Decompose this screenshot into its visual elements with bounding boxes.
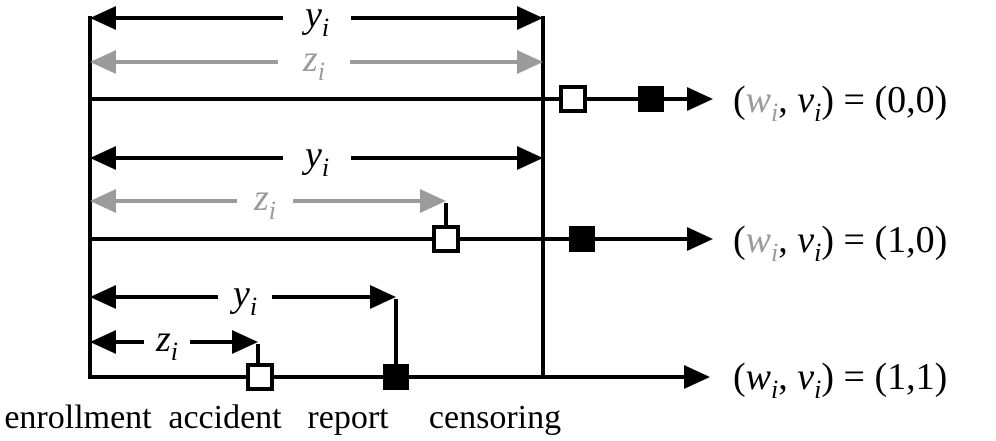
subject-row-1: yi zi (wi, vi) = (0,0): [90, 0, 947, 127]
right-arrowhead-icon: [420, 189, 446, 213]
yi-span-3: yi: [90, 273, 396, 321]
zi-span-1: zi: [90, 38, 543, 86]
report-marker-1: [638, 86, 664, 112]
yi-label-3: yi: [229, 273, 257, 321]
timeline-2-arrowhead-icon: [687, 227, 713, 251]
left-arrowhead-icon: [90, 285, 116, 309]
yi-label-1: yi: [301, 0, 329, 42]
accident-marker-3: [246, 363, 274, 391]
right-arrowhead-icon: [517, 146, 543, 170]
report-marker-2: [569, 226, 595, 252]
zi-label-3: zi: [155, 318, 178, 366]
timeline-3-arrowhead-icon: [684, 365, 710, 389]
yi-span-2: yi: [90, 134, 543, 182]
left-arrowhead-icon: [90, 330, 116, 354]
left-arrowhead-icon: [90, 50, 116, 74]
accident-marker-2: [432, 225, 460, 253]
right-arrowhead-icon: [517, 50, 543, 74]
timeline-1-arrowhead-icon: [687, 87, 713, 111]
right-arrowhead-icon: [232, 330, 258, 354]
axis-label-enrollment: enrollment: [4, 399, 152, 436]
zi-span-2: zi: [90, 177, 446, 225]
yi-label-2: yi: [301, 134, 329, 182]
subject-row-2: yi zi (wi, vi) = (1,0): [90, 134, 947, 267]
outcome-label-2: (wi, vi) = (1,0): [733, 219, 947, 267]
left-arrowhead-icon: [90, 189, 116, 213]
subject-row-3: yi zi (wi, vi) = (1,1): [90, 273, 947, 404]
accident-marker-1: [559, 85, 587, 113]
report-marker-3: [383, 364, 409, 390]
right-arrowhead-icon: [517, 6, 543, 30]
outcome-label-3: (wi, vi) = (1,1): [733, 356, 947, 404]
axis-labels: enrollment accident report censoring: [4, 399, 561, 436]
left-arrowhead-icon: [90, 146, 116, 170]
zi-label-2: zi: [253, 177, 276, 225]
right-arrowhead-icon: [370, 285, 396, 309]
zi-label-1: zi: [302, 38, 325, 86]
axis-label-accident: accident: [168, 399, 282, 436]
yi-span-1: yi: [90, 0, 543, 42]
left-arrowhead-icon: [90, 6, 116, 30]
zi-span-3: zi: [90, 318, 258, 366]
outcome-label-1: (wi, vi) = (0,0): [733, 79, 947, 127]
axis-label-report: report: [307, 399, 389, 436]
axis-label-censoring: censoring: [429, 399, 561, 436]
